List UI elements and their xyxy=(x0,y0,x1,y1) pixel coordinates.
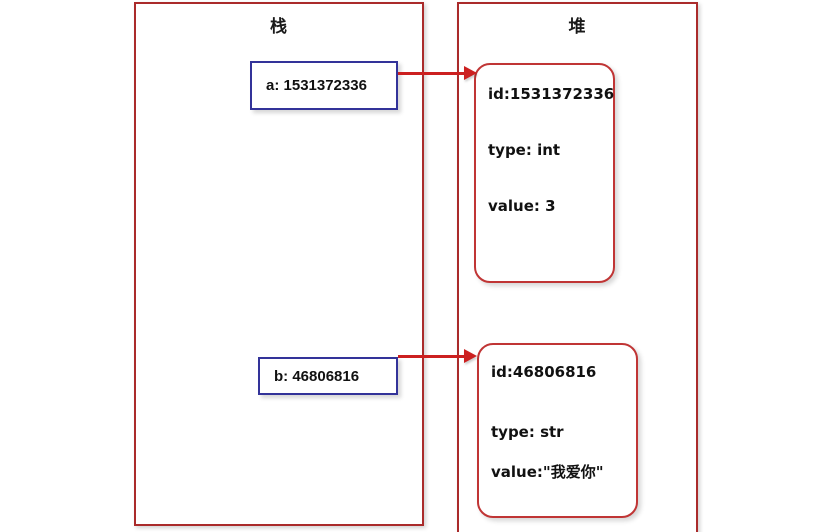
arrow-shaft xyxy=(398,355,466,358)
stack-variable-b-label: b: 46806816 xyxy=(274,367,360,385)
heap-object-str-value: value:"我爱你" xyxy=(491,463,604,481)
arrow-head-icon xyxy=(464,66,477,80)
stack-variable-a-box: a: 1531372336 xyxy=(250,61,398,110)
arrow-head-icon xyxy=(464,349,477,363)
heap-object-str-type: type: str xyxy=(491,423,564,441)
heap-object-str-box: id:46806816 type: str value:"我爱你" xyxy=(477,343,638,518)
heap-object-int-box: id:1531372336 type: int value: 3 xyxy=(474,63,615,283)
heap-object-int-value: value: 3 xyxy=(488,197,556,215)
stack-variable-b-box: b: 46806816 xyxy=(258,357,398,395)
heap-object-str-id: id:46806816 xyxy=(491,363,597,381)
heap-region-title: 堆 xyxy=(568,17,587,37)
stack-variable-a-label: a: 1531372336 xyxy=(266,77,367,94)
heap-object-int-id: id:1531372336 xyxy=(488,85,615,103)
arrow-shaft xyxy=(398,72,466,75)
heap-object-int-type: type: int xyxy=(488,141,561,159)
stack-region-title: 栈 xyxy=(270,17,288,37)
